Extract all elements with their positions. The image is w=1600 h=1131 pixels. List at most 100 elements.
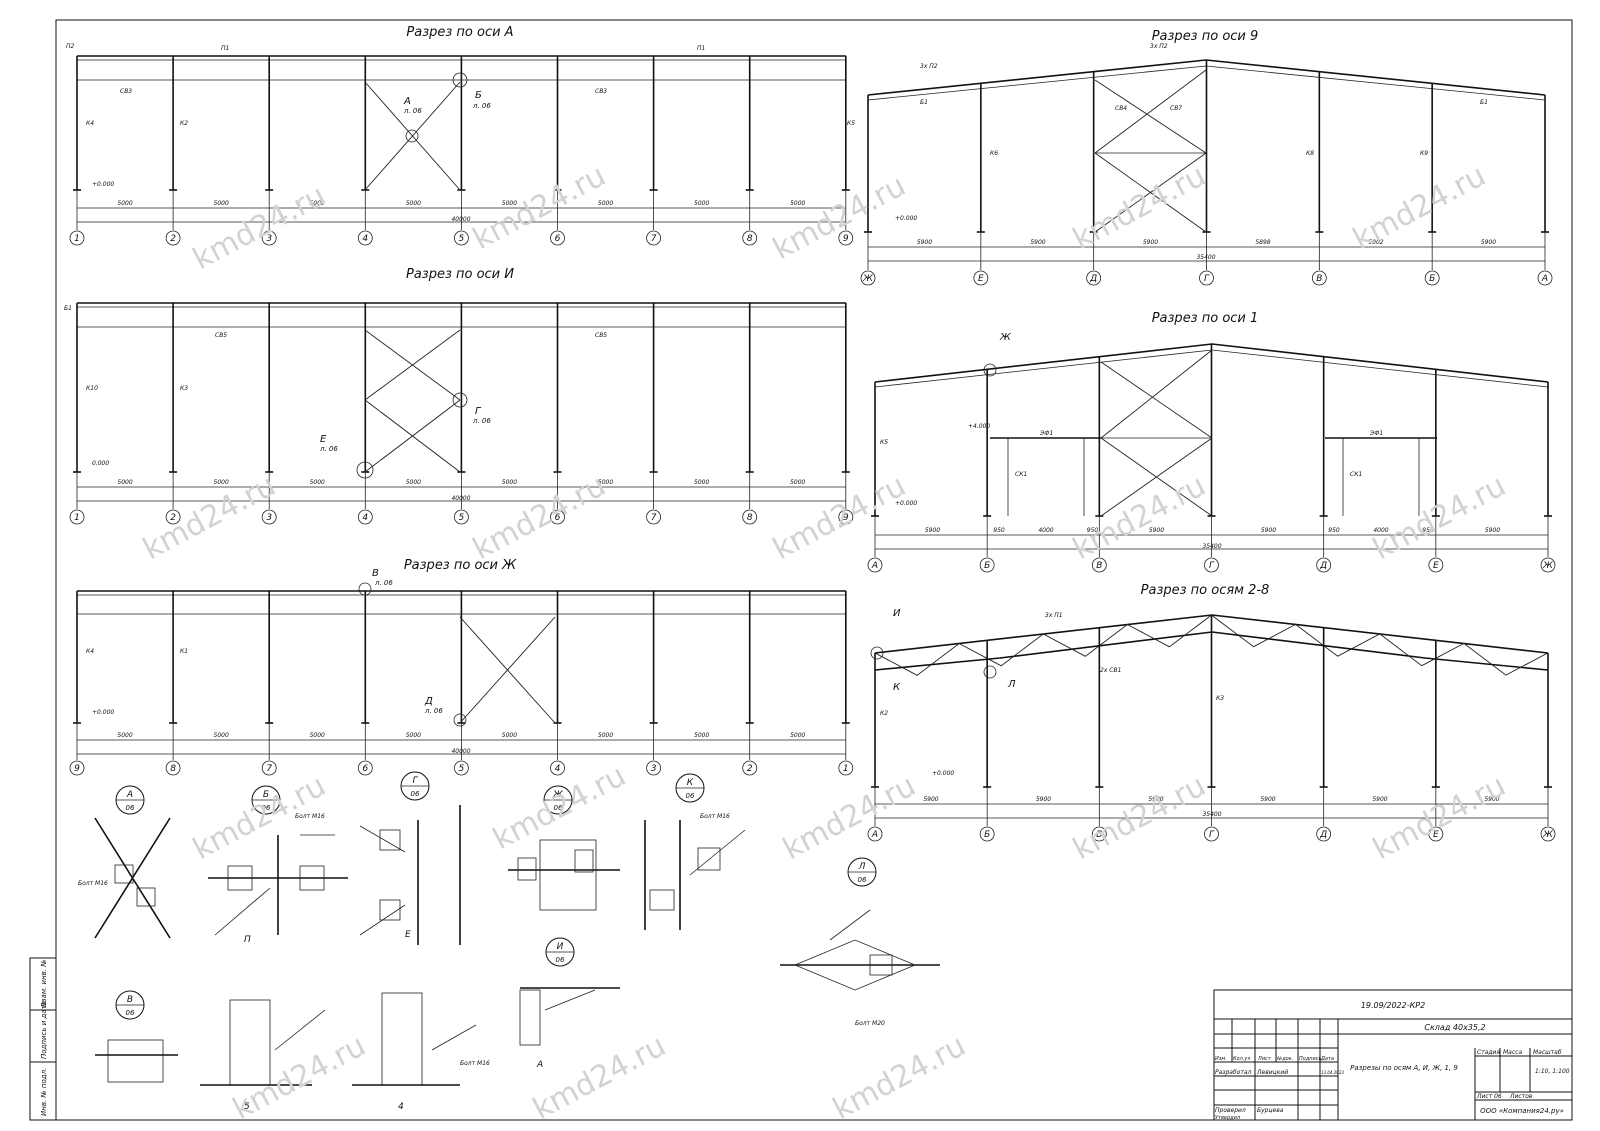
span-dim: 5900 <box>1485 527 1500 534</box>
span-dim: 5000 <box>310 479 325 486</box>
span-dim: 5900 <box>925 527 940 534</box>
detail-sheet: 06 <box>126 804 135 812</box>
label-ef1: ЭФ1 <box>1369 430 1383 437</box>
callout-l: Л <box>1007 679 1016 690</box>
axis-bubble <box>1204 557 1219 573</box>
axis-label: 3 <box>266 513 272 523</box>
axis-label: Г <box>1204 274 1210 284</box>
level-mark: +0.000 <box>92 709 114 716</box>
axis-label: А <box>1541 274 1548 284</box>
callout-d: Д <box>424 696 433 707</box>
axis-label: 1 <box>843 764 849 774</box>
axis-label: 7 <box>651 234 657 244</box>
span-dim: 5900 <box>1481 239 1496 246</box>
axis-bubble <box>165 509 181 525</box>
axis-label: В <box>1096 561 1102 571</box>
label-p1: П1 <box>697 45 705 52</box>
span-dim: 5000 <box>694 732 709 739</box>
axis-bubble <box>1086 270 1102 286</box>
axis-label: 9 <box>843 513 849 523</box>
axis-bubble <box>357 760 373 776</box>
span-dim: 5000 <box>117 200 132 207</box>
axis-bubble <box>453 230 469 246</box>
axis-label: 2 <box>170 513 176 523</box>
tb-stage-h: Стадия <box>1477 1049 1500 1056</box>
axis-label: Б <box>1429 274 1435 284</box>
section-1-bracing <box>983 349 1437 517</box>
axis-label: Г <box>1209 561 1215 571</box>
detail-letter: Л <box>858 862 866 872</box>
total-dim: 40000 <box>451 495 470 502</box>
label-sv3: СВ3 <box>120 88 132 95</box>
span-dim: 5900 <box>917 239 932 246</box>
tb-approved: Утвердил <box>1215 1115 1241 1121</box>
detail-axis-p: П <box>244 935 251 945</box>
tb-col-list: Лист <box>1257 1056 1272 1062</box>
label-sv5: СВ5 <box>215 332 227 339</box>
section-28-title: Разрез по осям 2-8 <box>1141 583 1270 598</box>
span-dim: 5900 <box>1143 239 1158 246</box>
axis-label: Б <box>984 561 990 571</box>
detail-sheet: 06 <box>411 790 420 798</box>
axis-label: 6 <box>362 764 368 774</box>
label-3p2: 3х П2 <box>1150 43 1168 50</box>
detail-a <box>94 817 171 939</box>
axis-bubble <box>867 557 883 573</box>
watermark-text: kmd24.ru <box>827 1028 971 1127</box>
axis-bubble <box>1316 557 1332 573</box>
label-b1: Б1 <box>64 305 72 312</box>
bolt20-label: Болт М20 <box>855 1020 885 1027</box>
axis-bubble <box>1091 557 1107 573</box>
label-k2: К2 <box>180 120 188 127</box>
span-dim: 4000 <box>1038 527 1053 534</box>
label-k4: К4 <box>86 648 94 655</box>
axis-label: Е <box>1433 561 1439 571</box>
callout-e: Е <box>320 434 327 445</box>
tb-drawing: Разрезы по осям А, И, Ж, 1, 9 <box>1350 1064 1458 1072</box>
span-dim: 5000 <box>310 732 325 739</box>
tb-col-kol: Кол.уч <box>1233 1056 1250 1062</box>
span-dim: 5000 <box>406 732 421 739</box>
axis-bubble <box>1428 826 1444 842</box>
span-dim: 5000 <box>214 479 229 486</box>
detail-sheet: 06 <box>858 876 867 884</box>
watermark-text: kmd24.ru <box>227 1028 371 1127</box>
tb-col-sign: Подпись <box>1299 1056 1322 1062</box>
callout-b: Б <box>475 90 482 101</box>
tb-sheets: Листов <box>1509 1093 1533 1100</box>
section-9-bracing <box>1094 69 1207 233</box>
callout-v-sheet: л. 06 <box>374 579 393 587</box>
axis-bubble <box>1199 270 1214 286</box>
span-dim: 5000 <box>117 479 132 486</box>
tb-scale: 1:10, 1:100 <box>1535 1068 1570 1075</box>
span-dim: 5900 <box>1149 527 1164 534</box>
side-stamp: Взам. инв. № Подпись и дата Инв. № подл. <box>29 957 57 1121</box>
section-i-columns: 1500025000350004500055000650007500085000… <box>69 303 854 525</box>
span-dim: 5900 <box>1030 239 1045 246</box>
axis-bubble <box>867 826 883 842</box>
axis-bubble <box>453 509 469 525</box>
axis-label: 2 <box>747 764 753 774</box>
span-dim: 950 <box>1422 527 1434 534</box>
tb-developed: Разработал <box>1215 1069 1252 1076</box>
level-mark: +0.000 <box>895 500 917 507</box>
detail-sheet: 06 <box>686 792 695 800</box>
watermark-text: kmd24.ru <box>1347 158 1491 257</box>
span-dim: 950 <box>993 527 1005 534</box>
span-dim: 5000 <box>790 732 805 739</box>
section-zh-columns: 9500085000750006500055000450003500025000… <box>69 591 854 776</box>
tb-mass-h: Масса <box>1503 1049 1522 1056</box>
span-dim: 5900 <box>1372 796 1387 803</box>
axis-label: Б <box>984 830 990 840</box>
section-a-title: Разрез по оси А <box>406 25 513 40</box>
span-dim: 950 <box>1328 527 1340 534</box>
axis-label: 5 <box>459 764 465 774</box>
label-k6: К6 <box>990 150 998 157</box>
axis-bubble <box>742 230 758 246</box>
